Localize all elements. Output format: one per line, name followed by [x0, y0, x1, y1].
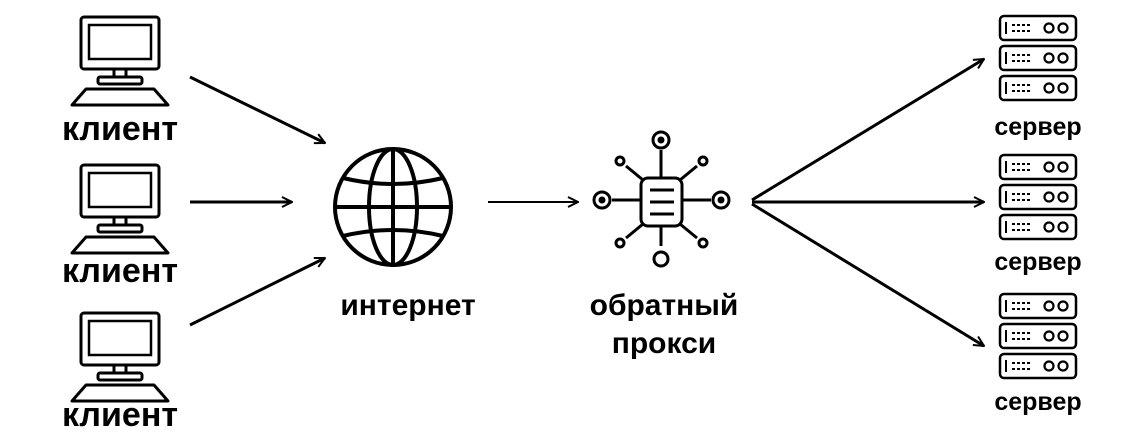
network-hub-icon [592, 130, 731, 268]
globe-icon [333, 147, 453, 267]
client-computer-icon [70, 15, 170, 107]
client-label: клиент [61, 396, 179, 434]
proxy-label-line1: обратный [589, 289, 739, 322]
arrow-proxy-to-server1 [751, 57, 984, 202]
server-label: сервер [994, 113, 1082, 141]
server-rack-icon [998, 153, 1078, 241]
server-label: сервер [994, 388, 1082, 416]
arrow-client3-to-internet [189, 256, 325, 327]
client-computer-icon [70, 163, 170, 255]
server-rack-icon [998, 292, 1078, 380]
client-label: клиент [61, 252, 179, 290]
client-label: клиент [61, 110, 179, 148]
arrow-client1-to-internet [189, 75, 325, 145]
server-rack-icon [998, 14, 1078, 102]
internet-label: интернет [340, 289, 476, 322]
server-label: сервер [994, 248, 1082, 276]
proxy-label-line2: прокси [611, 327, 717, 360]
arrow-proxy-to-server3 [751, 202, 984, 348]
client-computer-icon [70, 311, 170, 403]
